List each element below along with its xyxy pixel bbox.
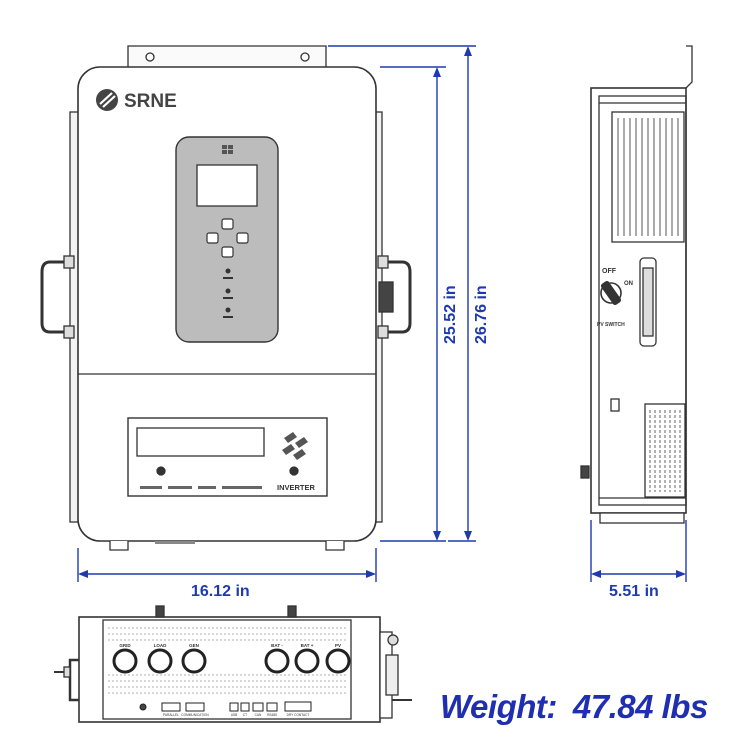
side-bottom-bracket <box>599 512 685 524</box>
inverter-brand-icon <box>282 432 308 460</box>
ground-port <box>139 703 147 711</box>
outer-height-label: 26.76 in <box>473 285 490 344</box>
inner-height-label: 25.52 in <box>442 285 459 344</box>
terminal-bat-minus <box>264 648 290 674</box>
lower-left-knob <box>156 466 166 476</box>
terminal-pv <box>325 648 351 674</box>
communication-port <box>185 702 205 712</box>
status-leds <box>223 268 233 318</box>
dry-contact-port <box>284 701 312 712</box>
bottom-tab-right <box>325 541 345 551</box>
navigation-buttons <box>206 218 249 258</box>
width-label: 16.12 in <box>191 583 250 600</box>
bottom-left-handle <box>68 658 79 702</box>
side-switch-labels: OFF ON PV SWITCH <box>597 268 633 328</box>
side-mounting-bracket <box>685 45 693 89</box>
port-label-dry-contact: DRY CONTACT <box>287 713 310 717</box>
side-small-switch <box>610 398 620 412</box>
lower-display-window <box>136 427 265 457</box>
depth-label: 5.51 in <box>609 583 659 600</box>
down-button <box>221 246 234 258</box>
brand-logo-text: SRNE <box>124 91 177 112</box>
terminal-label-load: LOAD <box>154 643 167 648</box>
top-mounting-bracket <box>127 45 327 68</box>
terminal-label-bat-plus: BAT + <box>301 643 314 648</box>
side-view <box>580 45 693 524</box>
port-label-can: CAN <box>255 713 262 717</box>
weight-spec: Weight: 47.84 lbs <box>440 688 745 738</box>
lower-right-knob <box>289 466 299 476</box>
port-label-ct: CT <box>243 713 247 717</box>
inverter-label: INVERTER <box>277 483 316 492</box>
port-labels: PARALLEL COMMUNICATION USB CT CAN RS485 … <box>163 713 309 717</box>
mounting-hole-right <box>300 52 310 62</box>
terminal-gen <box>181 648 207 674</box>
weight-label: Weight: <box>440 688 557 725</box>
terminal-bat-plus <box>294 648 320 674</box>
right-side-switch <box>378 281 394 313</box>
port-label-rs485: RS485 <box>267 713 277 717</box>
panel-brand-icon <box>222 145 233 154</box>
right-button <box>236 232 249 244</box>
parallel-port <box>161 702 181 712</box>
terminal-grid <box>112 648 138 674</box>
srne-logo: SRNE <box>96 89 177 112</box>
can-port <box>252 702 264 712</box>
front-view: SRNE <box>40 45 412 551</box>
pv-switch-label: PV SWITCH <box>597 322 625 328</box>
left-handle <box>40 260 72 334</box>
terminal-label-gen: GEN <box>189 643 199 648</box>
vent-grille-top <box>617 118 679 236</box>
port-label-parallel: PARALLEL <box>163 713 179 717</box>
lower-indicator-labels <box>140 486 262 489</box>
weight-value: 47.84 lbs <box>572 688 708 725</box>
right-handle <box>380 260 412 334</box>
front-dimensions <box>77 45 476 582</box>
mounting-hole-left <box>145 52 155 62</box>
terminal-label-bat-minus: BAT - <box>271 643 283 648</box>
terminal-label-pv: PV <box>335 643 341 648</box>
terminal-label-grid: GRID <box>119 643 131 648</box>
switch-off-label: OFF <box>602 268 617 275</box>
side-dimensions <box>590 520 687 582</box>
usb-port <box>229 702 239 712</box>
port-label-communication: COMMUNICATION <box>181 713 209 717</box>
port-label-usb: USB <box>231 713 238 717</box>
bottom-ports <box>139 701 312 712</box>
up-button <box>221 218 234 230</box>
srne-logo-icon <box>96 89 118 111</box>
ct-port <box>240 702 250 712</box>
switch-on-label: ON <box>624 281 633 287</box>
terminal-load <box>147 648 173 674</box>
rs485-port <box>266 702 278 712</box>
lcd-screen <box>196 164 258 207</box>
vent-grille-bottom <box>649 410 681 492</box>
bottom-tab-left <box>109 541 129 551</box>
left-button <box>206 232 219 244</box>
bottom-terminals <box>112 648 351 674</box>
terminal-labels: GRID LOAD GEN BAT - BAT + PV <box>119 643 341 648</box>
